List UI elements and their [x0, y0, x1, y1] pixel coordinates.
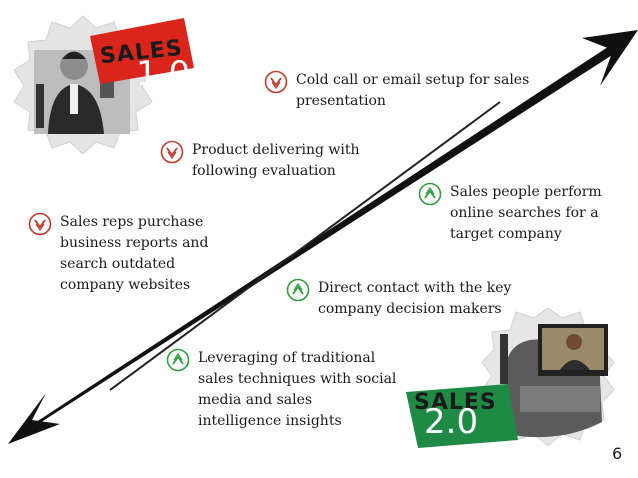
- list-item-online-searches: Sales people perform online searches for…: [418, 182, 628, 245]
- list-item-product-delivering: Product delivering with following evalua…: [160, 140, 400, 182]
- sales-tag-green: [406, 384, 518, 448]
- list-item-sales-reps: Sales reps purchase business reports and…: [28, 212, 248, 296]
- list-item-leveraging: Leveraging of traditional sales techniqu…: [166, 348, 406, 432]
- item-text: Leveraging of traditional sales techniqu…: [198, 350, 397, 429]
- sales-tag-red: [90, 18, 194, 84]
- item-text: Sales people perform online searches for…: [450, 184, 602, 242]
- sales-1-badge: SALES 1.0: [8, 14, 194, 154]
- video-phone-image: [481, 307, 615, 447]
- page-number: 6: [612, 444, 623, 463]
- sales-2-version: 2.0: [424, 402, 479, 442]
- chevron-up-circle-icon: [166, 348, 190, 372]
- item-text: Sales reps purchase business reports and…: [60, 214, 209, 293]
- sales-2-label: SALES: [414, 390, 497, 415]
- list-item-cold-call: Cold call or email setup for sales prese…: [264, 70, 564, 112]
- item-text: Direct contact with the key company deci…: [318, 280, 512, 317]
- list-item-direct-contact: Direct contact with the key company deci…: [286, 278, 546, 320]
- chevron-down-circle-icon: [28, 212, 52, 236]
- item-text: Cold call or email setup for sales prese…: [296, 72, 530, 109]
- sales-1-version: 1.0: [136, 54, 191, 94]
- chevron-down-circle-icon: [264, 70, 288, 94]
- item-text: Product delivering with following evalua…: [192, 142, 360, 179]
- sales-2-badge: SALES 2.0: [406, 304, 616, 448]
- chevron-up-circle-icon: [286, 278, 310, 302]
- chevron-up-circle-icon: [418, 182, 442, 206]
- chevron-down-circle-icon: [160, 140, 184, 164]
